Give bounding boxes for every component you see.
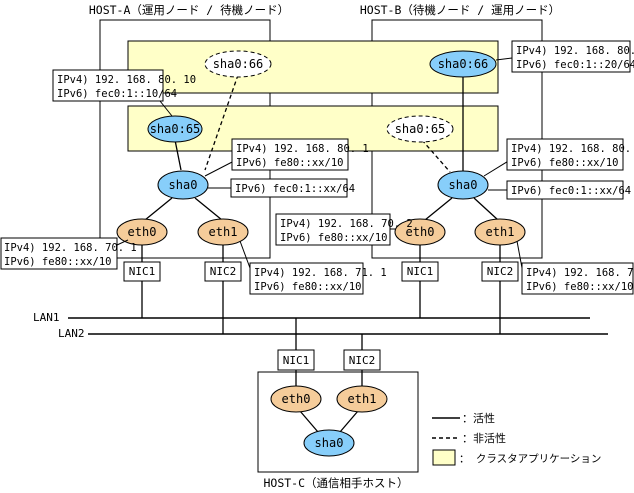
host-c-sha0-ellipse: [303, 429, 355, 457]
host-a-sha0-65-ellipse: [147, 115, 203, 143]
svg-text:IPv4) 192. 168. 70. 2: IPv4) 192. 168. 70. 2: [280, 218, 413, 230]
callout-pointer-b-eth1: [516, 240, 523, 269]
callout-pointer-a-eth0: [116, 239, 129, 246]
host-b-sha0-66-label: sha0:66: [438, 57, 489, 71]
svg-text:IPv6) fec0:1::10/64: IPv6) fec0:1::10/64: [57, 88, 177, 100]
callout-pointer-b-sha0: [483, 159, 511, 177]
callout-b-sha0-v6: IPv6) fec0:1::xx/64: [506, 180, 631, 200]
host-c-eth0-ellipse: [270, 385, 322, 413]
callout-b-sha0-66: IPv4) 192. 168. 80. 20 IPv6) fec0:1::20/…: [511, 40, 634, 73]
svg-text:IPv6) fe80::xx/10: IPv6) fe80::xx/10: [511, 157, 618, 169]
host-b-sha0-65-label: sha0:65: [395, 122, 446, 136]
host-c-nic1-box: [277, 349, 315, 371]
host-c-nic2-label: NIC2: [349, 354, 376, 367]
host-b-sha0-65-link-inactive: [421, 139, 451, 173]
host-a-sha0-65-label: sha0:65: [150, 122, 201, 136]
svg-text:IPv4) 192. 168. 80. 20: IPv4) 192. 168. 80. 20: [516, 45, 634, 57]
host-a-nic2-box: [204, 261, 242, 282]
legend-cluster-label: ： クラスタアプリケーション: [459, 453, 601, 465]
host-c-eth0-sha0-link: [299, 410, 319, 433]
host-a-nic1-label: NIC1: [129, 265, 156, 278]
host-a-nic1-box: [123, 261, 161, 282]
host-a-sha0-66-ellipse: [204, 50, 272, 78]
callout-b-sha0: IPv4) 192. 168. 80. 2 IPv6) fe80::xx/10: [506, 138, 634, 171]
host-a-sha0-eth1-link: [194, 197, 223, 221]
svg-text:IPv6) fe80::xx/10: IPv6) fe80::xx/10: [236, 157, 343, 169]
svg-text:IPv6) fec0:1::xx/64: IPv6) fec0:1::xx/64: [511, 185, 631, 197]
host-b-nic1-box: [401, 261, 439, 282]
host-a-sha0-66-label: sha0:66: [213, 57, 264, 71]
host-b-nic1-label: NIC1: [407, 265, 434, 278]
callout-a-sha0-65: IPv4) 192. 168. 80. 10 IPv6) fec0:1::10/…: [52, 69, 196, 102]
callout-pointer-a-eth1: [239, 240, 251, 269]
host-c-frame: [257, 371, 419, 473]
host-b-eth1-label: eth1: [486, 225, 515, 239]
svg-text:IPv4) 192. 168. 80. 10: IPv4) 192. 168. 80. 10: [57, 74, 196, 86]
legend-inactive-label: ：非活性: [462, 431, 506, 445]
callout-a-sha0: IPv4) 192. 168. 80. 1 IPv6) fe80::xx/10: [231, 138, 369, 171]
lan2-label: LAN2: [58, 327, 85, 340]
host-c-eth1-sha0-link: [339, 410, 359, 433]
svg-text:IPv6) fec0:1::20/64: IPv6) fec0:1::20/64: [516, 59, 634, 71]
callout-pointer-b-sha0-66: [495, 57, 513, 61]
host-b-title: HOST-B（待機ノード / 運用ノード）: [360, 3, 560, 17]
svg-text:IPv6) fe80::xx/10: IPv6) fe80::xx/10: [526, 281, 633, 293]
host-b-sha0-eth0-link: [424, 197, 453, 221]
host-b-nic2-box: [481, 261, 519, 282]
host-a-sha0-eth0-link: [144, 197, 173, 221]
host-a-title: HOST-A（運用ノード / 待機ノード）: [89, 3, 289, 17]
legend: ：活性 ：非活性 ： クラスタアプリケーション: [432, 411, 601, 466]
host-a-eth1-label: eth1: [209, 225, 238, 239]
host-a-sha0-66-link-inactive: [204, 74, 239, 171]
host-c-nic1-label: NIC1: [283, 354, 310, 367]
host-b-sha0-eth1-link: [473, 197, 499, 221]
callout-a-eth0: IPv4) 192. 168. 70. 1 IPv6) fe80::xx/10: [0, 237, 137, 270]
host-b-sha0-66-ellipse: [429, 50, 497, 78]
callout-b-eth1: IPv4) 192. 168. 71. 2 IPv6) fe80::xx/10: [521, 262, 634, 295]
svg-text:IPv6) fe80::xx/10: IPv6) fe80::xx/10: [280, 232, 387, 244]
svg-text:IPv4) 192. 168. 70. 1: IPv4) 192. 168. 70. 1: [4, 242, 137, 254]
host-b-sha0-label: sha0: [449, 178, 478, 192]
host-b-eth0-label: eth0: [406, 225, 435, 239]
host-b-eth0-ellipse: [394, 218, 446, 246]
svg-text:IPv4) 192. 168. 80. 2: IPv4) 192. 168. 80. 2: [511, 143, 634, 155]
svg-text:IPv6) fe80::xx/10: IPv6) fe80::xx/10: [254, 281, 361, 293]
callout-pointer-a-sha0: [204, 159, 237, 177]
host-a-sha0-65-link-active: [174, 139, 182, 171]
svg-text:IPv6) fe80::xx/10: IPv6) fe80::xx/10: [4, 256, 111, 268]
host-b-sha0-65-ellipse: [386, 115, 454, 143]
callout-pointer-a-sha0-65: [159, 100, 173, 117]
lan1-label: LAN1: [33, 311, 60, 324]
host-b-eth1-ellipse: [474, 218, 526, 246]
host-a-sha0-ellipse: [157, 170, 209, 200]
host-c-eth0-label: eth0: [282, 392, 311, 406]
host-a-eth1-ellipse: [197, 218, 249, 246]
callout-a-sha0-v6: IPv6) fec0:1::xx/64: [230, 178, 355, 198]
svg-text:IPv4) 192. 168. 71. 2: IPv4) 192. 168. 71. 2: [526, 267, 634, 279]
host-c-eth1-ellipse: [336, 385, 388, 413]
legend-active-label: ：活性: [462, 411, 495, 425]
host-c-sha0-label: sha0: [315, 436, 344, 450]
host-b-nic2-label: NIC2: [487, 265, 514, 278]
host-c-title: HOST-C（通信相手ホスト）: [263, 476, 408, 490]
host-a-nic2-label: NIC2: [210, 265, 237, 278]
host-a-sha0-label: sha0: [169, 178, 198, 192]
host-a-eth0-label: eth0: [128, 225, 157, 239]
host-c-eth1-label: eth1: [348, 392, 377, 406]
callout-a-eth1: IPv4) 192. 168. 71. 1 IPv6) fe80::xx/10: [249, 262, 387, 295]
host-a-eth0-ellipse: [116, 218, 168, 246]
host-b-sha0-ellipse: [437, 170, 489, 200]
svg-text:IPv6) fec0:1::xx/64: IPv6) fec0:1::xx/64: [235, 183, 355, 195]
callout-b-eth0: IPv4) 192. 168. 70. 2 IPv6) fe80::xx/10: [275, 213, 413, 246]
legend-cluster-swatch: [432, 449, 456, 466]
svg-text:IPv4) 192. 168. 80. 1: IPv4) 192. 168. 80. 1: [236, 143, 369, 155]
svg-text:IPv4) 192. 168. 71. 1: IPv4) 192. 168. 71. 1: [254, 267, 387, 279]
host-c-nic2-box: [343, 349, 381, 371]
